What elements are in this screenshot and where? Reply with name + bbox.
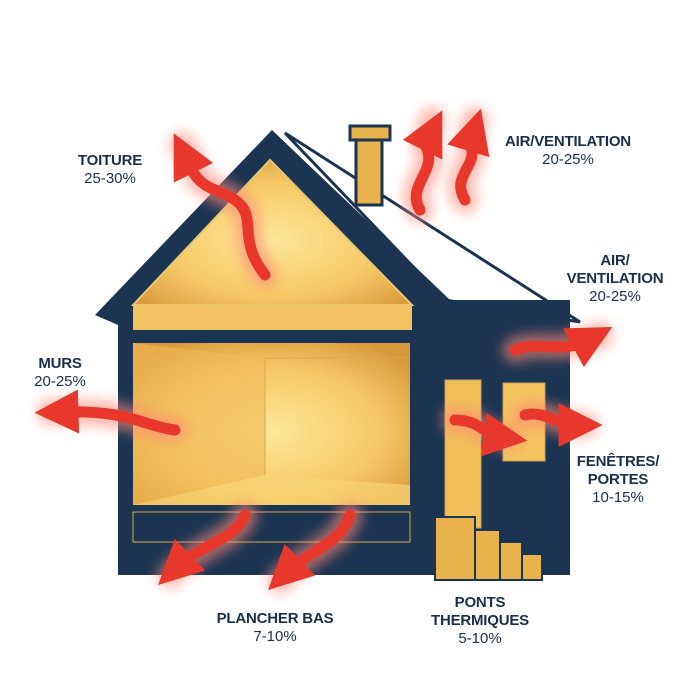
arrow-floor-1 bbox=[158, 509, 251, 585]
heat-arrows bbox=[34, 107, 613, 593]
label-title: FENÊTRES/ PORTES bbox=[576, 453, 660, 488]
main-house bbox=[95, 130, 450, 575]
arrow-roof bbox=[173, 133, 271, 281]
arrow-door bbox=[449, 412, 528, 457]
label-title: PONTS THERMIQUES bbox=[430, 594, 529, 629]
label-floor: PLANCHER BAS 7-10% bbox=[200, 610, 350, 646]
label-air-side: AIR/ VENTILATION 20-25% bbox=[555, 252, 675, 306]
arrow-ventilation bbox=[509, 327, 613, 368]
label-percent: 20-25% bbox=[589, 288, 641, 305]
label-percent: 5-10% bbox=[458, 630, 502, 647]
label-windows: FENÊTRES/ PORTES 10-15% bbox=[568, 453, 668, 507]
label-title: TOITURE bbox=[77, 152, 143, 169]
door bbox=[444, 379, 482, 529]
stairs bbox=[434, 516, 543, 581]
label-percent: 10-15% bbox=[592, 489, 644, 506]
arrow-floor-2 bbox=[268, 509, 356, 590]
arrow-walls bbox=[34, 389, 181, 436]
arrow-chimney-1 bbox=[402, 110, 443, 216]
label-roof: TOITURE 25-30% bbox=[60, 152, 160, 188]
label-title: MURS bbox=[38, 355, 82, 372]
label-percent: 7-10% bbox=[253, 628, 297, 645]
label-title: AIR/VENTILATION bbox=[505, 133, 631, 150]
label-percent: 20-25% bbox=[34, 373, 86, 390]
label-percent: 20-25% bbox=[542, 151, 594, 168]
label-title: PLANCHER BAS bbox=[216, 610, 334, 627]
arrow-window bbox=[519, 402, 603, 447]
label-walls: MURS 20-25% bbox=[20, 355, 100, 391]
label-title: AIR/ VENTILATION bbox=[566, 252, 664, 287]
arrow-chimney-2 bbox=[447, 108, 490, 206]
label-air-top: AIR/VENTILATION 20-25% bbox=[488, 133, 648, 169]
label-percent: 25-30% bbox=[84, 170, 136, 187]
chimney bbox=[348, 124, 392, 207]
label-thermal-bridges: PONTS THERMIQUES 5-10% bbox=[415, 594, 545, 648]
